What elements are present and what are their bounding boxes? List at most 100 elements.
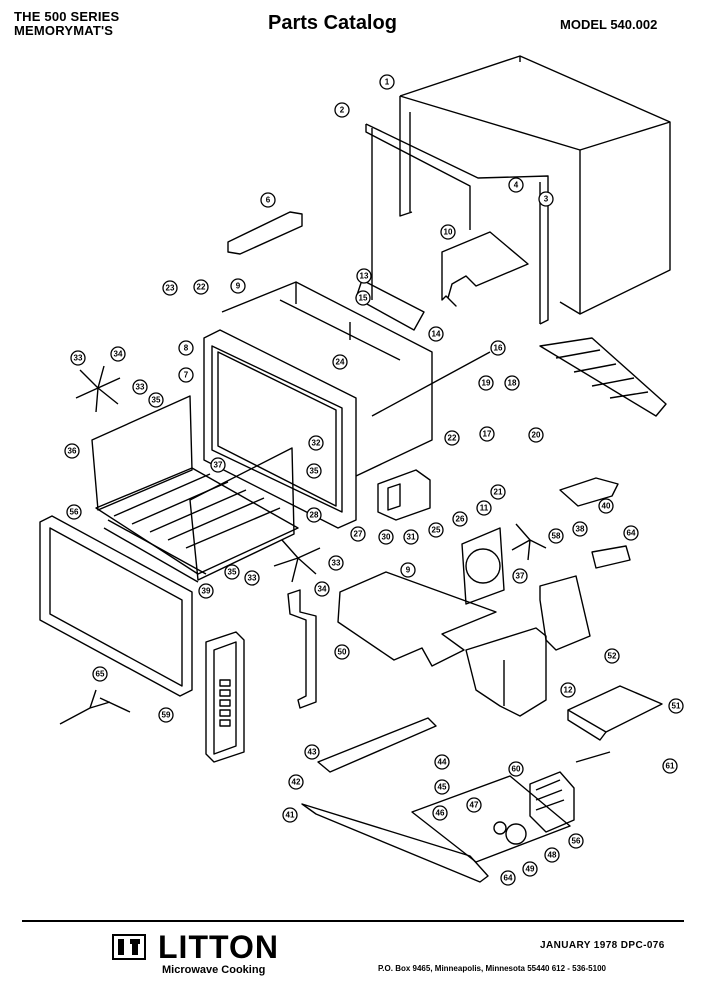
callout-44: 44 [434, 754, 450, 770]
rod [371, 351, 491, 417]
svg-text:38: 38 [576, 525, 585, 534]
control-panel [205, 631, 245, 763]
svg-text:33: 33 [74, 354, 83, 363]
svg-text:61: 61 [666, 762, 675, 771]
callout-4: 4 [508, 177, 524, 193]
callout-50: 50 [334, 644, 350, 660]
callout-52: 52 [604, 648, 620, 664]
callout-49: 49 [522, 861, 538, 877]
blower-duct [465, 627, 547, 717]
svg-text:65: 65 [96, 670, 105, 679]
callout-18: 18 [504, 375, 520, 391]
svg-text:34: 34 [318, 585, 327, 594]
side-channel [287, 589, 317, 709]
callout-64b: 64 [500, 870, 516, 886]
svg-text:40: 40 [602, 502, 611, 511]
oven-cavity [221, 281, 433, 477]
callout-2: 2 [334, 102, 350, 118]
svg-text:36: 36 [68, 447, 77, 456]
svg-text:45: 45 [438, 783, 447, 792]
svg-text:26: 26 [456, 515, 465, 524]
callout-56b: 56 [568, 833, 584, 849]
svg-text:49: 49 [526, 865, 535, 874]
callout-59: 59 [158, 707, 174, 723]
callout-36: 36 [64, 443, 80, 459]
callout-32: 32 [308, 435, 324, 451]
callout-3: 3 [538, 191, 554, 207]
svg-text:64: 64 [627, 529, 636, 538]
svg-text:27: 27 [354, 530, 363, 539]
fan-guard [461, 527, 505, 605]
magnetron [505, 823, 527, 845]
svg-text:18: 18 [508, 379, 517, 388]
svg-text:37: 37 [214, 461, 223, 470]
svg-text:4: 4 [514, 181, 519, 190]
callout-64: 64 [623, 525, 639, 541]
svg-text:16: 16 [494, 344, 503, 353]
callout-35c: 35 [224, 564, 240, 580]
callout-11: 11 [476, 500, 492, 516]
svg-text:2: 2 [340, 106, 345, 115]
callout-19: 19 [478, 375, 494, 391]
svg-text:11: 11 [480, 504, 489, 513]
callout-41: 41 [282, 807, 298, 823]
callout-45: 45 [434, 779, 450, 795]
svg-text:34: 34 [114, 350, 123, 359]
callout-38: 38 [572, 521, 588, 537]
callout-25: 25 [428, 522, 444, 538]
right-side-panel [189, 447, 295, 581]
svg-text:37: 37 [516, 572, 525, 581]
callout-43: 43 [304, 744, 320, 760]
svg-text:1: 1 [385, 78, 390, 87]
svg-text:25: 25 [432, 526, 441, 535]
callout-7: 7 [178, 367, 194, 383]
svg-text:3: 3 [544, 195, 549, 204]
page-title: Parts Catalog [268, 12, 397, 34]
svg-text:10: 10 [444, 228, 453, 237]
svg-text:41: 41 [286, 811, 295, 820]
series-title: THE 500 SERIES MEMORYMAT'S [14, 10, 119, 38]
svg-text:35: 35 [228, 568, 237, 577]
fan-blade-lower [273, 539, 321, 583]
callout-34: 34 [110, 346, 126, 362]
series-line-1: THE 500 SERIES [14, 9, 120, 24]
callout-10: 10 [440, 224, 456, 240]
callout-6: 6 [260, 192, 276, 208]
callout-14: 14 [428, 326, 444, 342]
callout-23: 23 [162, 280, 178, 296]
callout-33d: 33 [328, 555, 344, 571]
callout-39: 39 [198, 583, 214, 599]
svg-text:20: 20 [532, 431, 541, 440]
svg-text:64: 64 [504, 874, 513, 883]
svg-text:52: 52 [608, 652, 617, 661]
company-address: P.O. Box 9465, Minneapolis, Minnesota 55… [378, 964, 606, 973]
svg-text:8: 8 [184, 344, 189, 353]
svg-text:30: 30 [382, 533, 391, 542]
svg-text:35: 35 [152, 396, 161, 405]
svg-text:39: 39 [202, 587, 211, 596]
svg-text:56: 56 [572, 837, 581, 846]
svg-text:32: 32 [312, 439, 321, 448]
brand-name: LITTON [158, 929, 279, 965]
svg-text:35: 35 [310, 467, 319, 476]
callout-51: 51 [668, 698, 684, 714]
bracket-plate [539, 575, 591, 651]
callout-33: 33 [70, 350, 86, 366]
callout-15: 15 [355, 290, 371, 306]
publication-date: JANUARY 1978 DPC-076 [540, 940, 665, 951]
left-side-panel [91, 395, 193, 511]
svg-text:28: 28 [310, 511, 319, 520]
callout-35b: 35 [306, 463, 322, 479]
svg-text:12: 12 [564, 686, 573, 695]
top-bracket [227, 211, 303, 255]
svg-text:33: 33 [332, 559, 341, 568]
footer-rule [22, 920, 684, 922]
component-cover [567, 685, 663, 741]
callout-37: 37 [210, 457, 226, 473]
svg-text:42: 42 [292, 778, 301, 787]
resistor [575, 751, 611, 763]
svg-text:48: 48 [548, 851, 557, 860]
front-window-panel [203, 329, 357, 529]
shield-plate [441, 231, 529, 307]
